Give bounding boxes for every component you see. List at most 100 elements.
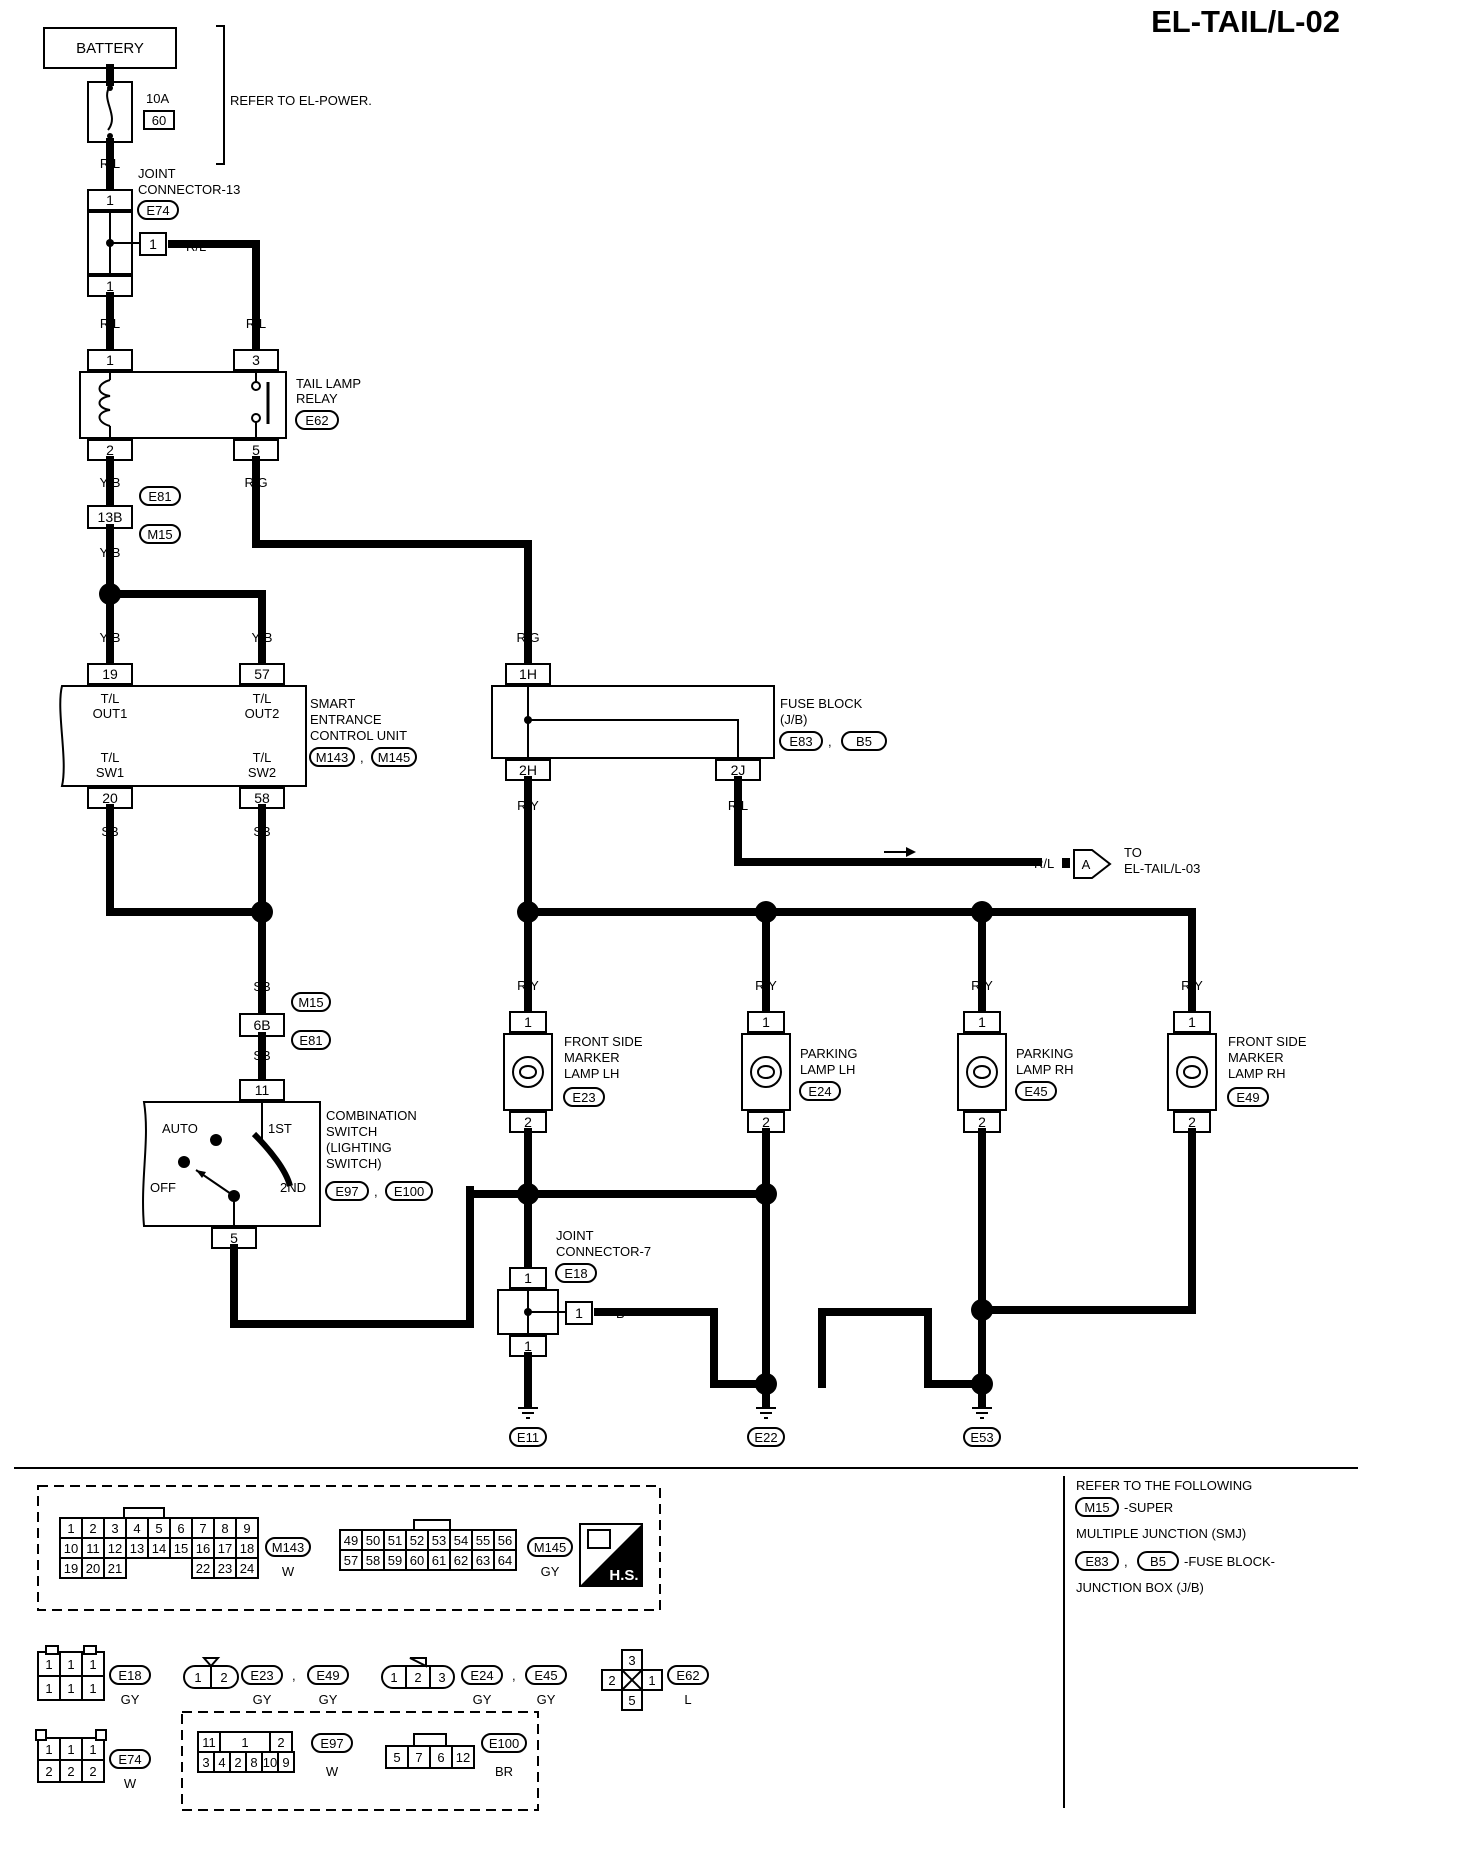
pin-number: 14	[152, 1541, 166, 1556]
svg-text:R/G: R/G	[516, 630, 539, 645]
svg-text:PARKING: PARKING	[800, 1046, 858, 1061]
pin-number: 55	[476, 1533, 490, 1548]
connector-13b: 13B E81 M15	[87, 486, 181, 544]
battery-label: BATTERY	[76, 40, 144, 57]
pin-number: 64	[498, 1553, 512, 1568]
svg-text:GY: GY	[537, 1692, 556, 1707]
fuse-60: 10A 60	[87, 81, 175, 143]
splice	[251, 901, 273, 923]
svg-text:2: 2	[1188, 1114, 1196, 1130]
svg-text:T/L: T/L	[101, 691, 120, 706]
svg-text:R/Y: R/Y	[755, 978, 777, 993]
pin-number: 10	[263, 1755, 277, 1770]
pin-number: 11	[86, 1541, 100, 1556]
svg-text:M143: M143	[316, 750, 349, 765]
to-ref-label: TO	[1124, 845, 1142, 860]
pin-cell: 49	[339, 1529, 363, 1551]
lamp-front-side-marker-rh: 1 2 FRONT SIDE MARKER LAMP RH E49	[1167, 1011, 1307, 1133]
joint-connector-13: 1 1 1 JOINT CONNECTOR-13 E74	[87, 166, 240, 297]
pin-number: 19	[64, 1561, 78, 1576]
svg-text:6B: 6B	[253, 1017, 270, 1033]
svg-text:19: 19	[102, 666, 118, 682]
jc13-name-2: CONNECTOR-13	[138, 182, 240, 197]
svg-text:B: B	[978, 1340, 987, 1355]
svg-text:E100: E100	[489, 1736, 519, 1751]
combination-switch: 11 AUTO 1ST OFF 2ND 5 COMBINATION SWITCH…	[142, 1079, 433, 1249]
svg-text:E100: E100	[394, 1184, 424, 1199]
svg-text:M15: M15	[147, 527, 172, 542]
page-title: EL-TAIL/L-02	[1151, 4, 1340, 39]
svg-text:R/G: R/G	[244, 475, 267, 490]
svg-text:E24: E24	[470, 1668, 493, 1683]
svg-text:1: 1	[106, 192, 114, 208]
pin-number: 12	[108, 1541, 122, 1556]
pin-cell: 21	[103, 1557, 127, 1579]
pin-number: 3	[111, 1521, 118, 1536]
ground-e22: E22	[747, 1407, 785, 1447]
pin-number: 5	[155, 1521, 162, 1536]
pin-cell: 11	[197, 1731, 221, 1753]
pin-number: 51	[388, 1533, 402, 1548]
pin-number: 56	[498, 1533, 512, 1548]
svg-text:,: ,	[360, 750, 364, 765]
svg-text:E24: E24	[808, 1084, 831, 1099]
svg-text:1: 1	[106, 352, 114, 368]
svg-text:AUTO: AUTO	[162, 1121, 198, 1136]
svg-text:1: 1	[1188, 1014, 1196, 1030]
pin-cell: 22	[191, 1557, 215, 1579]
relay-conn: E62	[305, 413, 328, 428]
svg-text:1: 1	[149, 236, 157, 252]
pin-cell: 9	[235, 1517, 259, 1539]
svg-text:B5: B5	[1150, 1554, 1166, 1569]
svg-text:SB: SB	[253, 979, 270, 994]
pin-cell: 56	[493, 1529, 517, 1551]
svg-text:2J: 2J	[731, 762, 746, 778]
svg-text:2: 2	[762, 1114, 770, 1130]
pin-cell: 2	[81, 1517, 105, 1539]
svg-text:LAMP LH: LAMP LH	[564, 1066, 619, 1081]
lamp-parking-rh: 1 2 PARKING LAMP RH E45	[957, 1011, 1074, 1133]
svg-text:Y/B: Y/B	[252, 630, 273, 645]
svg-text:R/Y: R/Y	[1181, 978, 1203, 993]
svg-text:E62: E62	[676, 1668, 699, 1683]
pin-number: 2	[234, 1755, 241, 1770]
pin-number: 52	[410, 1533, 424, 1548]
fuse-number: 60	[152, 113, 166, 128]
svg-text:3: 3	[438, 1670, 445, 1685]
svg-text:3: 3	[252, 352, 260, 368]
pin-cell: 2	[269, 1731, 293, 1753]
svg-text:E97: E97	[320, 1736, 343, 1751]
svg-text:2: 2	[608, 1673, 615, 1688]
ground-e53: E53	[963, 1407, 1001, 1447]
svg-text:(LIGHTING: (LIGHTING	[326, 1140, 392, 1155]
pin-number: 16	[196, 1541, 210, 1556]
svg-text:Y/B: Y/B	[100, 545, 121, 560]
pin-number: 1	[241, 1735, 248, 1750]
svg-text:Y/B: Y/B	[100, 475, 121, 490]
pin-cell: 15	[169, 1537, 193, 1559]
svg-text:B: B	[524, 1370, 533, 1385]
svg-text:11: 11	[255, 1082, 270, 1098]
svg-text:B5: B5	[856, 734, 872, 749]
svg-text:B: B	[762, 1146, 771, 1161]
secu-name: SMART	[310, 696, 355, 711]
pin-number: 49	[344, 1533, 358, 1548]
pin-cell: 54	[449, 1529, 473, 1551]
pin-number: 11	[202, 1735, 216, 1750]
svg-text:,: ,	[1124, 1554, 1128, 1569]
pin-cell: 19	[59, 1557, 83, 1579]
svg-text:E97: E97	[335, 1184, 358, 1199]
pin-cell: 50	[361, 1529, 385, 1551]
svg-text:E49: E49	[1236, 1090, 1259, 1105]
svg-text:GY: GY	[121, 1692, 140, 1707]
pin-cell: 12	[103, 1537, 127, 1559]
svg-text:Y/B: Y/B	[100, 630, 121, 645]
svg-text:1ST: 1ST	[268, 1121, 292, 1136]
pin-cell: 17	[213, 1537, 237, 1559]
pin-cell: 18	[235, 1537, 259, 1559]
pin-cell: 9	[277, 1751, 295, 1773]
splice	[755, 901, 777, 923]
svg-text:E74: E74	[118, 1752, 141, 1767]
